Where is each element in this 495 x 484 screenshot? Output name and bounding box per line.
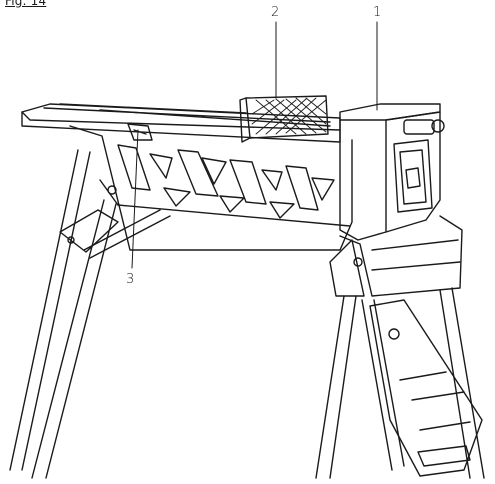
top-beam-rail-inner <box>99 109 331 127</box>
front-jaw-handle <box>403 119 435 135</box>
front-jaw-knob <box>431 119 445 133</box>
cutout-2 <box>149 153 173 179</box>
lower-beam <box>69 125 353 251</box>
cutout-3 <box>177 149 219 197</box>
left-strut <box>83 209 171 259</box>
front-foot-ridge <box>371 239 461 271</box>
front-jaw-latch <box>405 167 421 189</box>
front-left-leg <box>315 295 357 479</box>
callout-1: 1 <box>373 5 382 20</box>
front-bolt <box>353 257 363 267</box>
cutout-9 <box>163 187 191 207</box>
foot-plate-toe <box>417 445 471 467</box>
lower-beam-bottom <box>117 204 351 227</box>
front-foot-housing <box>339 215 463 297</box>
figure-title: Fig. 14 <box>5 0 47 8</box>
front-jaw-body <box>339 119 387 241</box>
cutout-4 <box>201 157 227 185</box>
cutout-10 <box>219 195 245 213</box>
front-mid-leg <box>361 299 405 471</box>
cutout-7 <box>285 165 319 211</box>
left-bolt <box>67 236 75 244</box>
callout-3: 3 <box>126 272 135 287</box>
front-foot-bracket <box>329 239 365 297</box>
cutout-1 <box>117 144 151 191</box>
top-beam-front <box>21 111 341 143</box>
rear-jaw-side <box>239 97 251 143</box>
cutout-8 <box>311 177 335 201</box>
rear-jaw-outline <box>245 95 329 139</box>
front-jaw-plate-inner <box>399 149 427 205</box>
front-jaw-top <box>339 103 441 121</box>
cutout-11 <box>269 201 295 219</box>
cutout-6 <box>261 169 283 191</box>
cutout-5 <box>229 159 267 205</box>
beam-bolt <box>107 185 117 195</box>
callout-2: 2 <box>271 5 280 20</box>
front-jaw-face <box>385 111 441 233</box>
center-clamp <box>127 123 153 141</box>
front-right-leg <box>439 287 485 479</box>
top-beam-rail <box>43 103 331 123</box>
center-clamp-slot <box>133 129 147 135</box>
foot-plate-ridge <box>399 371 471 431</box>
rear-jaw-grid <box>251 97 327 135</box>
front-jaw-plate <box>393 139 433 213</box>
foot-plate-bolt <box>388 328 400 340</box>
left-leg-bracket <box>59 209 119 253</box>
foot-plate <box>369 299 483 477</box>
left-rear-leg <box>9 149 91 471</box>
